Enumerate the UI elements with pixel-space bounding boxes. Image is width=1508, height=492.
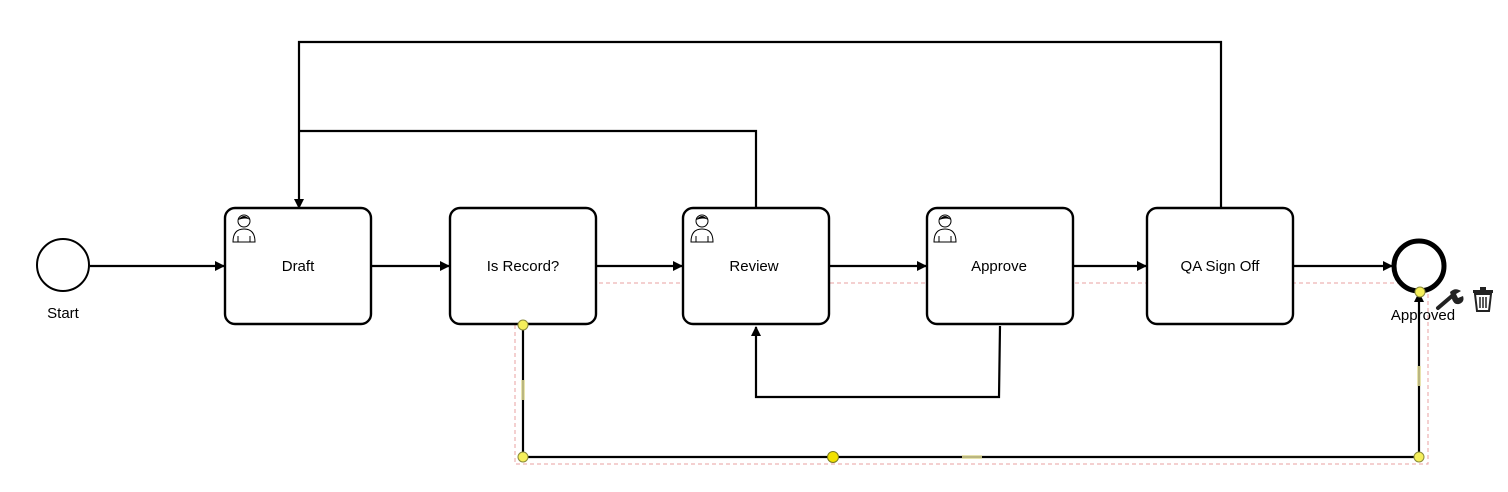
user-icon [232,214,256,243]
task-approve-label: Approve [971,258,1027,275]
wrench-icon[interactable] [1436,289,1464,310]
end-event-label: Approved [1391,307,1455,324]
flow-approve-to-review[interactable] [751,325,1002,399]
task-qa-sign-off[interactable]: QA Sign Off [1145,206,1295,326]
waypoint-handle[interactable] [517,319,529,331]
task-review-label: Review [729,258,778,275]
waypoint-handle[interactable] [517,451,529,463]
trash-icon[interactable] [1473,287,1493,312]
task-is-record-label: Is Record? [487,258,560,275]
task-draft[interactable]: Draft [223,206,373,326]
user-icon [690,214,714,243]
task-review[interactable]: Review [681,206,831,326]
flow-review-to-draft[interactable] [299,129,758,208]
end-event[interactable] [1391,238,1447,294]
waypoint-handle-midpoint[interactable] [827,451,839,463]
flow-qa-sign-off-to-draft[interactable] [294,40,1223,209]
segment-marker [962,455,982,459]
segment-marker [1417,366,1421,386]
start-event[interactable] [36,238,90,292]
waypoint-handle[interactable] [1414,286,1426,298]
task-qa-sign-off-label: QA Sign Off [1181,258,1261,275]
waypoint-handle[interactable] [1413,451,1425,463]
task-draft-label: Draft [282,258,315,275]
segment-marker [521,380,525,400]
task-is-record[interactable]: Is Record? [448,206,598,326]
user-icon [933,214,957,243]
start-event-label: Start [47,305,80,322]
task-approve[interactable]: Approve [925,206,1075,326]
